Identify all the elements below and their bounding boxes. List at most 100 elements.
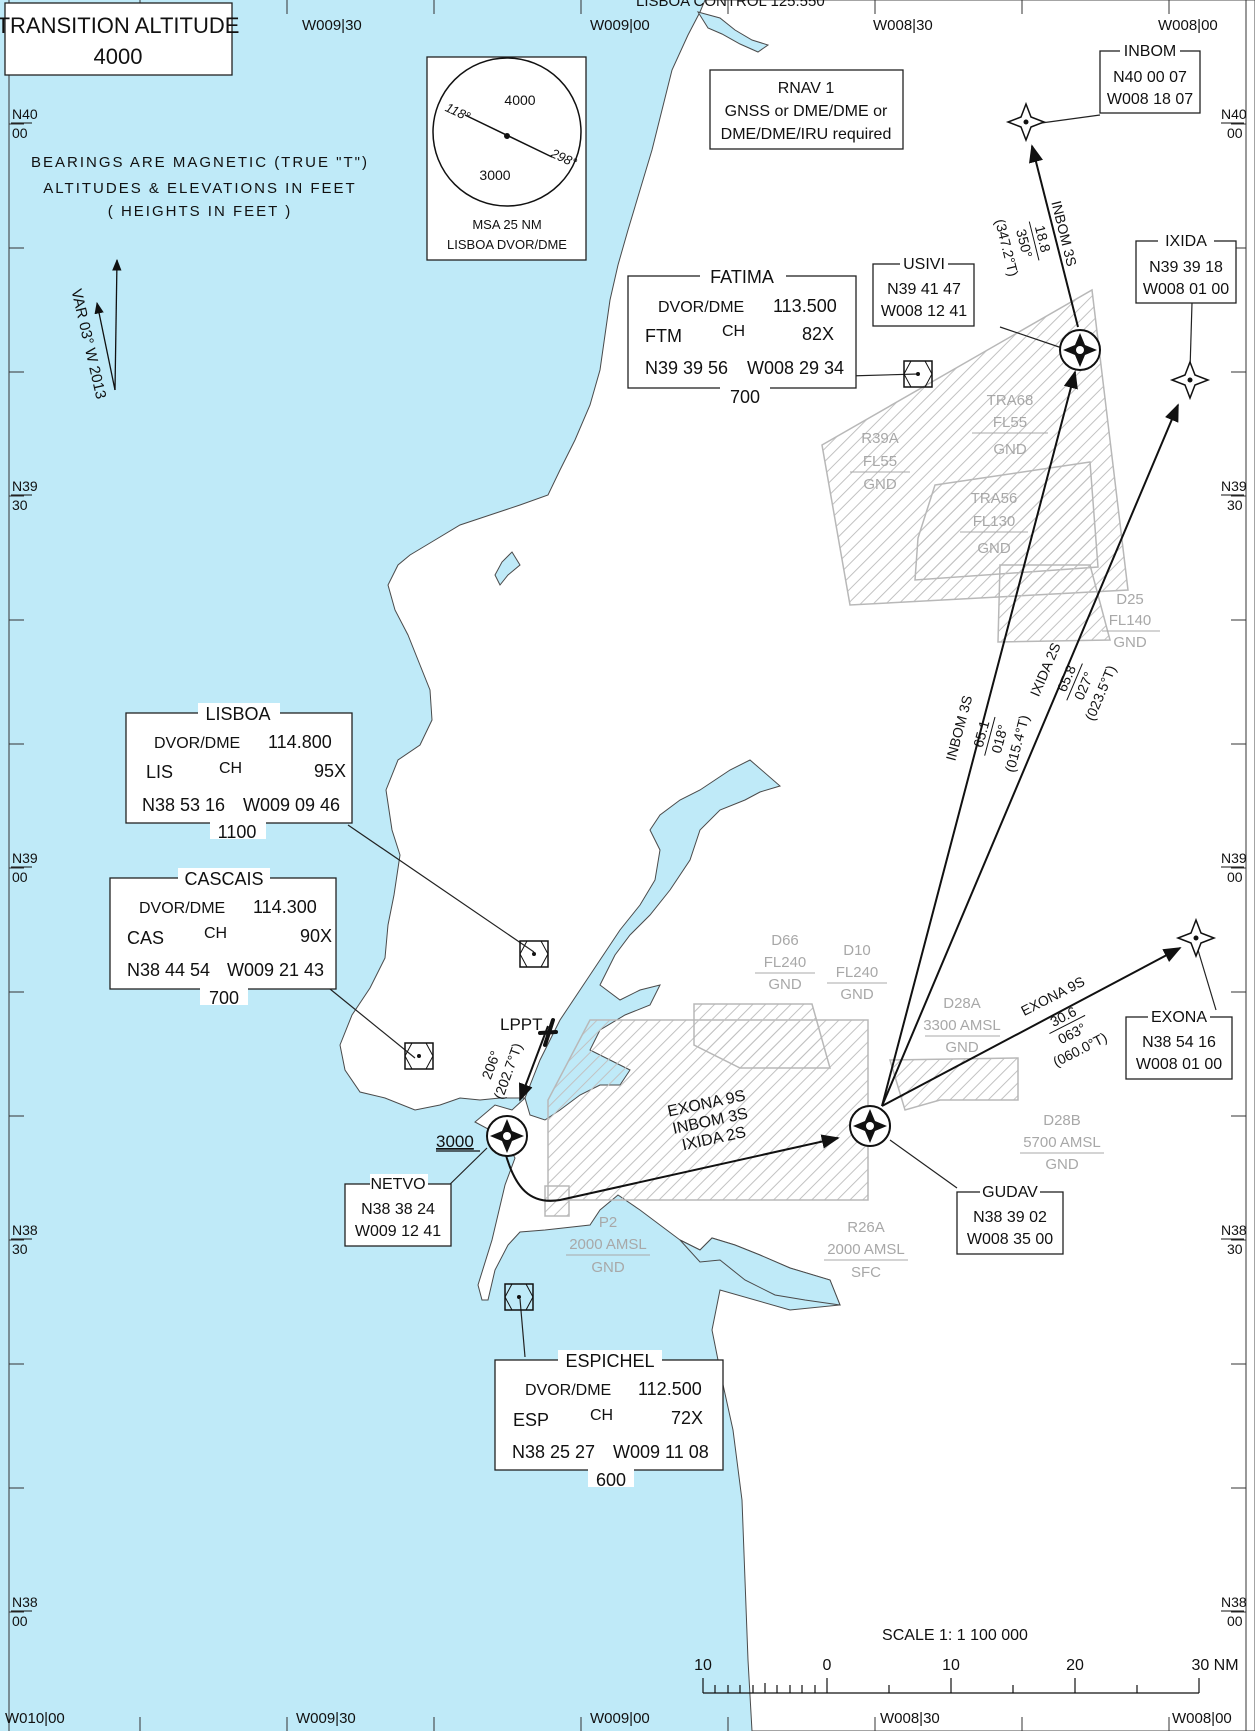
exona-info-box: EXONA N38 54 16 W008 01 00 bbox=[1125, 1007, 1233, 1080]
route-inbom-3s-high bbox=[1029, 144, 1079, 328]
usivi-info-box: USIVI N39 41 47 W008 12 41 bbox=[872, 255, 975, 327]
gudav-waypoint bbox=[849, 1105, 891, 1147]
transition-altitude-box: TRANSITION ALTITUDE 4000 bbox=[0, 2, 239, 76]
d25-name: D25 bbox=[1116, 591, 1144, 608]
lisboa-info-box: LISBOA DVOR/DME 114.800 LIS CH 95X N38 5… bbox=[125, 703, 353, 842]
cascais-freq: 114.300 bbox=[253, 897, 317, 917]
transition-value: 4000 bbox=[94, 44, 143, 69]
d28b-upper: 5700 AMSL bbox=[1023, 1134, 1101, 1151]
lat-n3930-right: N39 bbox=[1221, 478, 1247, 494]
route-inbom-3s-low bbox=[881, 370, 1078, 1107]
d25-label: D25 FL140 GND bbox=[1102, 591, 1160, 651]
usivi-waypoint bbox=[1059, 329, 1101, 371]
small-inlet bbox=[696, 11, 770, 53]
d28a-upper: 3300 AMSL bbox=[923, 1017, 1001, 1034]
fatima-info-box: FATIMA DVOR/DME 113.500 FTM CH 82X N39 3… bbox=[627, 266, 857, 407]
lat-n39-min-left: 00 bbox=[12, 869, 28, 885]
lisboa-ident: LIS bbox=[146, 762, 173, 782]
lat-n40-min-left: 00 bbox=[12, 125, 28, 141]
d66-lower: GND bbox=[768, 976, 802, 993]
lisboa-lat: N38 53 16 bbox=[142, 795, 225, 815]
lisboa-elevation: 1100 bbox=[218, 822, 257, 842]
lon-label-w0900-bottom: W009|00 bbox=[590, 1710, 650, 1727]
rnav-title: RNAV 1 bbox=[778, 80, 835, 97]
ixida-lat: N39 39 18 bbox=[1149, 259, 1223, 276]
netvo-name: NETVO bbox=[370, 1176, 425, 1193]
fatima-type: DVOR/DME bbox=[658, 299, 744, 316]
lon-labels-top: W009|30 W009|00 W008|30 W008|00 LISBOA C… bbox=[302, 0, 1218, 34]
lat-n3830-min-right: 30 bbox=[1227, 1241, 1243, 1257]
d25-upper: FL140 bbox=[1109, 612, 1152, 629]
cascais-ch: 90X bbox=[300, 926, 332, 946]
tra68-name: TRA68 bbox=[987, 392, 1034, 409]
airspace-d66-inner bbox=[693, 1003, 831, 1069]
netvo-waypoint bbox=[486, 1115, 528, 1157]
usivi-lat: N39 41 47 bbox=[887, 281, 961, 298]
d28b-lower: GND bbox=[1045, 1156, 1079, 1173]
lon-label-w1000-bottom: W010|00 bbox=[5, 1710, 65, 1727]
inbom-name: INBOM bbox=[1124, 43, 1176, 60]
lisboa-name: LISBOA bbox=[205, 704, 270, 724]
cascais-name: CASCAIS bbox=[184, 869, 263, 889]
scale-tick-30: 30 NM bbox=[1191, 1657, 1238, 1674]
ixida-waypoint bbox=[1169, 359, 1211, 401]
r26a-name: R26A bbox=[847, 1219, 885, 1236]
d10-label: D10 FL240 GND bbox=[827, 942, 887, 1003]
inbom-lon: W008 18 07 bbox=[1107, 91, 1193, 108]
lppt-airport-symbol bbox=[538, 1018, 558, 1047]
lon-label-w0830-bottom: W008|30 bbox=[880, 1710, 940, 1727]
fatima-name: FATIMA bbox=[710, 267, 774, 287]
d25-lower: GND bbox=[1113, 634, 1147, 651]
fatima-elevation: 700 bbox=[730, 387, 760, 407]
msa-lower-sector: 3000 bbox=[479, 167, 510, 183]
d66-label: D66 FL240 GND bbox=[755, 932, 815, 993]
control-frequency: LISBOA CONTROL 125.550 bbox=[636, 0, 825, 10]
netvo-lon: W009 12 41 bbox=[355, 1223, 441, 1240]
lat-n3830-left: N38 bbox=[12, 1222, 38, 1238]
r39a-name: R39A bbox=[861, 430, 899, 447]
lat-n3930-min-right: 30 bbox=[1227, 497, 1243, 513]
airspace-d28a bbox=[888, 1057, 1019, 1111]
espichel-type: DVOR/DME bbox=[525, 1382, 611, 1399]
d10-name: D10 bbox=[843, 942, 871, 959]
route-ixida-2s bbox=[881, 403, 1179, 1107]
exona-name: EXONA bbox=[1151, 1009, 1207, 1026]
fatima-vor-symbol bbox=[903, 360, 933, 388]
ixida-lon: W008 01 00 bbox=[1143, 281, 1229, 298]
inbom-lat: N40 00 07 bbox=[1113, 69, 1187, 86]
lat-n3830-right: N38 bbox=[1221, 1222, 1247, 1238]
inbom-low-dist: 65.1 bbox=[970, 719, 993, 750]
p2-lower: GND bbox=[591, 1259, 625, 1276]
d28b-name: D28B bbox=[1043, 1112, 1081, 1129]
r39a-upper: FL55 bbox=[863, 453, 897, 470]
d28a-name: D28A bbox=[943, 995, 981, 1012]
route-exona-9s bbox=[881, 947, 1182, 1107]
r26a-label: R26A 2000 AMSL SFC bbox=[824, 1219, 908, 1281]
leader-lines bbox=[329, 114, 1217, 1358]
lon-label-w0800-top: W008|00 bbox=[1158, 17, 1218, 34]
lat-n40-left: N40 bbox=[12, 106, 38, 122]
lppt-label: LPPT bbox=[500, 1015, 543, 1034]
lisboa-ch: 95X bbox=[314, 761, 346, 781]
river-mondego bbox=[494, 551, 521, 586]
airspaces bbox=[544, 288, 1129, 1217]
cascais-ident: CAS bbox=[127, 928, 164, 948]
scale-tick-10: 10 bbox=[942, 1657, 960, 1674]
scale-tick-20: 20 bbox=[1066, 1657, 1084, 1674]
exona-lon: W008 01 00 bbox=[1136, 1056, 1222, 1073]
d28b-label: D28B 5700 AMSL GND bbox=[1020, 1112, 1104, 1173]
lon-label-w0900-top: W009|00 bbox=[590, 17, 650, 34]
cascais-info-box: CASCAIS DVOR/DME 114.300 CAS CH 90X N38 … bbox=[109, 868, 337, 1008]
netvo-lat: N38 38 24 bbox=[361, 1201, 435, 1218]
route-netvo-gudav bbox=[504, 1134, 840, 1202]
p2-upper: 2000 AMSL bbox=[569, 1236, 647, 1253]
espichel-info-box: ESPICHEL DVOR/DME 112.500 ESP CH 72X N38… bbox=[494, 1350, 724, 1490]
lat-labels: N40 00 N40 00 N39 30 N39 30 N39 00 N39 0… bbox=[11, 106, 1247, 1629]
cascais-lon: W009 21 43 bbox=[227, 960, 324, 980]
lat-n3830-min-left: 30 bbox=[12, 1241, 28, 1257]
tra56-upper: FL130 bbox=[973, 513, 1016, 530]
exona-lat: N38 54 16 bbox=[1142, 1034, 1216, 1051]
p2-label: P2 2000 AMSL GND bbox=[566, 1214, 650, 1276]
lat-n39-right: N39 bbox=[1221, 850, 1247, 866]
